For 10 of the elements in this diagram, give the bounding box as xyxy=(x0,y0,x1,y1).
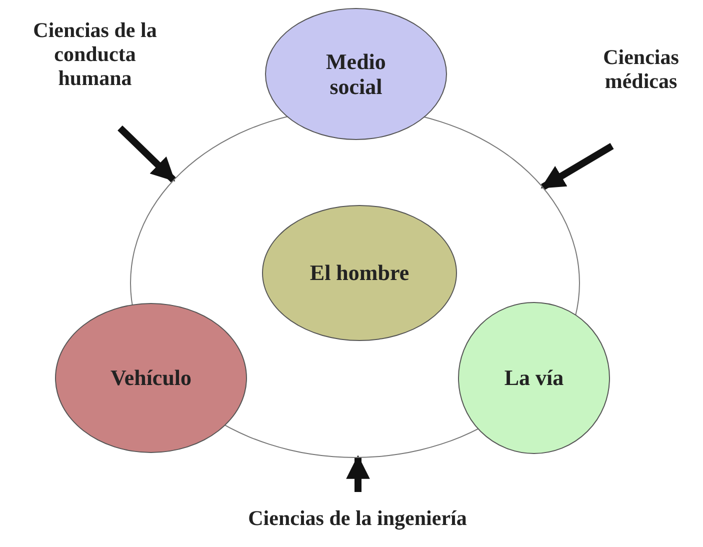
science-label: Ciencias de la conducta humana xyxy=(32,18,158,90)
science-label: Ciencias médicas xyxy=(602,44,680,94)
node-label: La vía xyxy=(504,365,564,391)
node-label: Medio social xyxy=(325,48,387,100)
node-label: Vehículo xyxy=(110,365,192,391)
node-label: El hombre xyxy=(310,260,410,286)
arrow xyxy=(346,455,370,492)
arrow xyxy=(118,126,176,182)
arrow xyxy=(540,143,614,190)
science-label: Ciencias de la ingeniería xyxy=(248,506,467,530)
